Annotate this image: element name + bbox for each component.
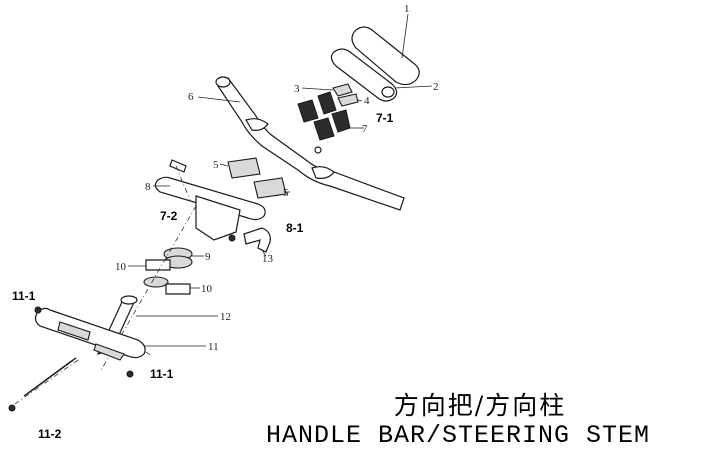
top-clamp-part-5 bbox=[219, 157, 290, 199]
label-part-4: 4 bbox=[364, 95, 370, 107]
label-part-5-upper: 5 bbox=[213, 159, 219, 171]
label-part-9: 9 bbox=[205, 251, 211, 263]
label-part-10-upper: 10 bbox=[115, 261, 127, 273]
label-part-1: 1 bbox=[404, 3, 410, 15]
label-part-3: 3 bbox=[294, 83, 300, 95]
label-part-12: 12 bbox=[220, 311, 231, 323]
upper-clamp-part-8 bbox=[153, 159, 266, 241]
label-part-7: 7 bbox=[362, 123, 368, 135]
label-part-7-2: 7-2 bbox=[160, 209, 178, 223]
label-part-11-1-top: 11-1 bbox=[12, 289, 36, 303]
label-part-10-lower: 10 bbox=[201, 283, 213, 295]
diagram-title-english: HANDLE BAR/STEERING STEM bbox=[266, 421, 651, 450]
label-part-5-lower: 5 bbox=[283, 187, 289, 199]
label-part-7-1: 7-1 bbox=[376, 111, 394, 125]
bolt-part-11-2 bbox=[8, 357, 79, 412]
grip-part-2 bbox=[330, 48, 433, 102]
handle-bar-part-6 bbox=[197, 76, 405, 211]
label-part-2: 2 bbox=[433, 81, 439, 93]
lower-clamp-part-11 bbox=[33, 305, 206, 378]
label-part-8: 8 bbox=[145, 181, 151, 193]
spacer-part-10-lower bbox=[143, 276, 200, 295]
clamp-parts bbox=[297, 83, 364, 154]
label-part-8-1: 8-1 bbox=[286, 221, 304, 235]
spacer-part-10-upper bbox=[128, 259, 171, 271]
label-part-11-1-bottom: 11-1 bbox=[150, 367, 174, 381]
label-part-6: 6 bbox=[188, 91, 194, 103]
label-part-13: 13 bbox=[262, 253, 274, 265]
label-part-11: 11 bbox=[208, 341, 219, 353]
diagram-title-chinese: 方向把/方向柱 bbox=[393, 391, 567, 420]
label-part-11-2: 11-2 bbox=[38, 427, 62, 441]
grip-part-1 bbox=[351, 13, 420, 86]
bracket-part-13 bbox=[228, 227, 271, 257]
